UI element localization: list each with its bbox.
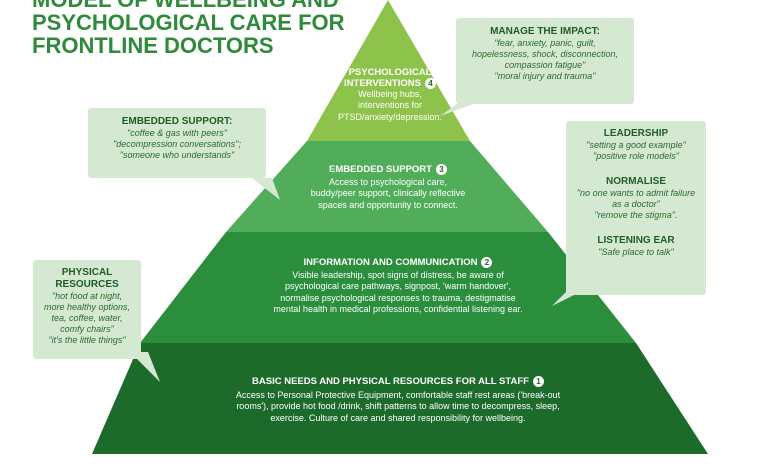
tier-heading-line-text: Basic needs and physical resources for a… [252, 376, 529, 388]
right-panel-callout: Leadership "setting a good example" "pos… [566, 121, 706, 295]
title-line: frontline doctors [32, 33, 274, 58]
page-title: Model of wellbeing and psychological car… [32, 0, 362, 57]
callout-heading: Manage the impact: [490, 26, 600, 37]
tier-number-badge: 1 [532, 376, 544, 387]
callout-line: "moral injury and trauma" [494, 71, 596, 81]
tier-body-line: mental health in medical professions, co… [273, 303, 523, 314]
tier-3-body: Access to psychological care, buddy/peer… [268, 177, 508, 211]
callout-heading: Normalise [606, 176, 666, 187]
callout-line: "coffee & gas with peers" [127, 128, 227, 138]
tier-1-body: Access to Personal Protective Equipment,… [178, 390, 618, 424]
tier-2-text: Information and communication2 Visible l… [238, 257, 558, 315]
tier-body-line: interventions for [357, 100, 423, 111]
callout-heading: Leadership [603, 128, 669, 139]
callout-heading: Embedded support: [121, 116, 233, 127]
callout-line: "remove the stigma". [594, 210, 678, 220]
tier-3-heading: Embedded support3 [268, 164, 508, 175]
listening-ear-section: Listening ear "Safe place to talk" [566, 235, 706, 258]
tier-body-line: rooms'), provide hot food /drink, shift … [236, 401, 560, 412]
tier-body-line: normalise psychological responses to tra… [280, 292, 516, 303]
tier-3-shape [226, 141, 548, 232]
tier-heading-line: Psychological [348, 67, 432, 78]
tier-body-line: Visible leadership, spot signs of distre… [292, 270, 504, 281]
callout-line: compassion fatigue" [504, 60, 586, 70]
leadership-section: Leadership "setting a good example" "pos… [566, 128, 706, 162]
physical-resources-callout: Physical resources "hot food at night, m… [33, 260, 141, 359]
title-line: psychological care for [32, 10, 345, 35]
tier-body-line: Access to Personal Protective Equipment,… [235, 390, 561, 401]
callout-line: "decompression conversations"; [113, 139, 241, 149]
physical-resources-tail [130, 352, 160, 382]
callout-line: more healthy options, [43, 302, 131, 312]
callout-line: "positive role models" [593, 151, 679, 161]
tier-1-text: Basic needs and physical resources for a… [178, 376, 618, 424]
callout-heading-line: Physical [61, 267, 113, 278]
tier-body-line: buddy/peer support, clinically reflectiv… [310, 188, 466, 199]
tier-3-text: Embedded support3 Access to psychologica… [268, 164, 508, 211]
callout-line: "hot food at night, [51, 291, 123, 301]
tier-body-line: Access to psychological care, [328, 177, 448, 188]
tier-body-line: spaces and opportunity to connect. [318, 199, 458, 210]
callout-line: as a doctor" [612, 199, 660, 209]
tier-4-shape [307, 0, 470, 141]
callout-line: tea, coffee, water, [51, 313, 123, 323]
callout-heading-line: resources [55, 279, 119, 290]
tier-number-badge: 3 [435, 164, 447, 175]
tier-1-shape [92, 343, 708, 454]
callout-line: "Safe place to talk" [598, 247, 674, 257]
title-line: Model of wellbeing and [32, 0, 362, 11]
tier-body-line: PTSD/anxiety/depression. [337, 111, 443, 122]
tier-heading-line: interventions4 [325, 78, 455, 89]
tier-1-heading: Basic needs and physical resources for a… [178, 376, 618, 387]
tier-2-shape [140, 232, 636, 343]
tier-heading-line-text: interventions [344, 78, 421, 90]
tier-body-line: exercise. Culture of care and shared res… [270, 412, 526, 423]
tier-number-badge: 2 [481, 257, 493, 268]
embedded-support-tail [252, 178, 280, 200]
tier-body-line: Wellbeing hubs, [358, 89, 422, 100]
callout-line: "fear, anxiety, panic, guilt, [494, 38, 596, 48]
tier-4-body: Wellbeing hubs, interventions for PTSD/a… [325, 89, 455, 123]
tier-2-body: Visible leadership, spot signs of distre… [238, 270, 558, 315]
tier-body-line: psychological care pathways, signpost, '… [284, 281, 512, 292]
callout-line: "setting a good example" [586, 140, 686, 150]
tier-2-heading: Information and communication2 [238, 257, 558, 268]
callout-line: "it's the little things" [48, 335, 126, 345]
callout-line: "no one wants to admit failure [576, 188, 696, 198]
normalise-section: Normalise "no one wants to admit failure… [566, 176, 706, 221]
tier-4-text: Psychological interventions4 Wellbeing h… [325, 67, 455, 123]
tier-4-heading: Psychological interventions4 [325, 67, 455, 89]
tier-heading-line-text: Embedded support [329, 164, 432, 176]
callout-line: "someone who understands" [119, 150, 235, 160]
tier-number-badge: 4 [424, 78, 436, 89]
callout-line: comfy chairs" [60, 324, 114, 334]
manage-impact-callout: Manage the impact: "fear, anxiety, panic… [456, 18, 634, 104]
callout-line: hopelessness, shock, disconnection, [471, 49, 619, 59]
tier-heading-line-text: Information and communication [303, 257, 478, 269]
embedded-support-callout: Embedded support: "coffee & gas with pee… [88, 108, 266, 178]
callout-heading: Listening ear [597, 235, 675, 246]
